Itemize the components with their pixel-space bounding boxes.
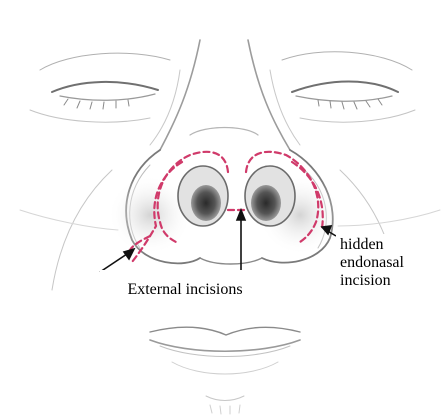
hidden-label-line-2: endonasal	[340, 254, 422, 272]
hidden-label-line-1: hidden	[340, 236, 422, 254]
hidden-label-line-3: incision	[340, 272, 422, 290]
external-incisions-label: External incisions	[100, 270, 270, 310]
nostrils	[178, 166, 295, 226]
external-incisions-text: External incisions	[127, 281, 242, 299]
mouth	[150, 327, 300, 414]
left-eye	[30, 53, 170, 122]
hidden-endonasal-incision-label: hidden endonasal incision	[336, 234, 426, 314]
right-eye	[282, 52, 415, 122]
